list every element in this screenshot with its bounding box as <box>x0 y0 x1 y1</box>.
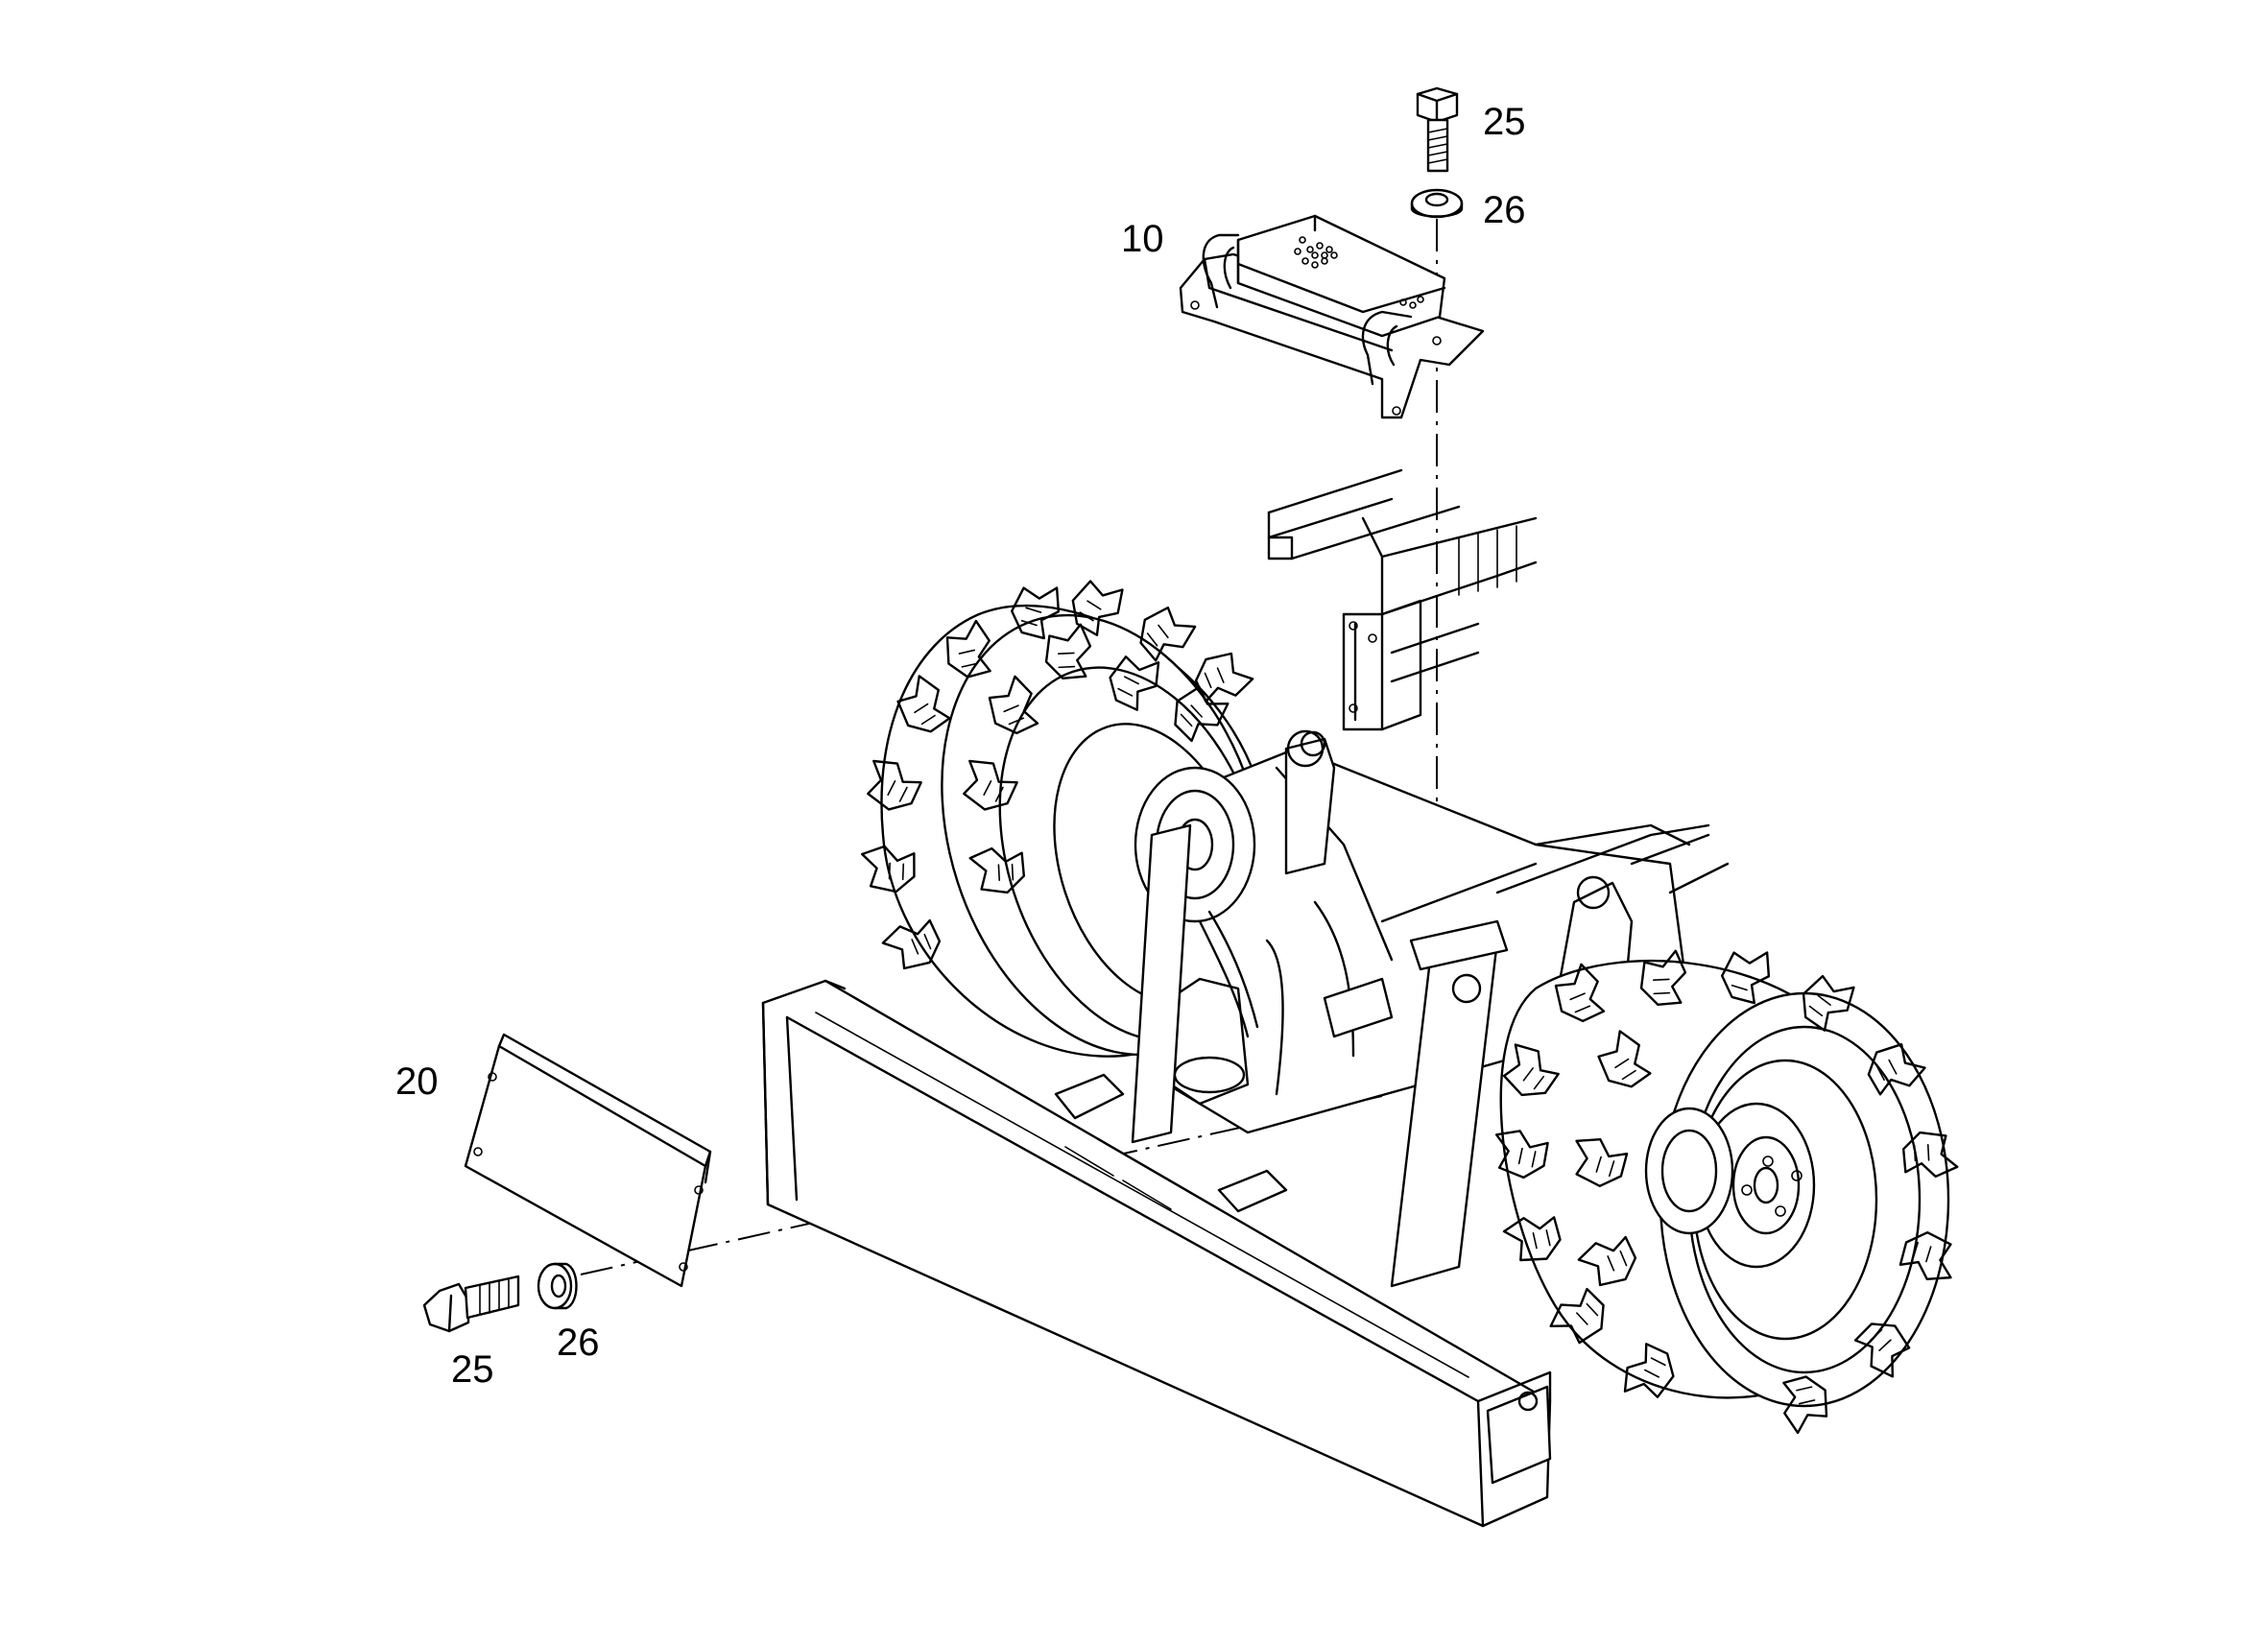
label-26-bottom: 26 <box>557 1322 600 1364</box>
part-10-ballast-bracket <box>1179 214 1485 419</box>
part-25-bottom-bolt <box>422 1275 520 1333</box>
callout-labels: 25 26 10 20 25 26 <box>395 101 1526 1391</box>
dozer-blade <box>761 979 1552 1528</box>
part-26-top-washer <box>1410 188 1464 219</box>
label-25-bottom: 25 <box>451 1348 494 1391</box>
tag-pattern <box>1294 236 1424 309</box>
part-26-bottom-washer <box>537 1262 578 1310</box>
part-25-top-bolt <box>1416 86 1459 173</box>
part-20-plate <box>464 1033 712 1288</box>
label-26-top: 26 <box>1483 189 1526 231</box>
right-dual-wheels <box>1492 944 1960 1437</box>
label-10: 10 <box>1121 218 1164 260</box>
chassis-frame <box>1267 468 1538 731</box>
label-20: 20 <box>395 1060 439 1103</box>
label-25-top: 25 <box>1483 101 1526 143</box>
